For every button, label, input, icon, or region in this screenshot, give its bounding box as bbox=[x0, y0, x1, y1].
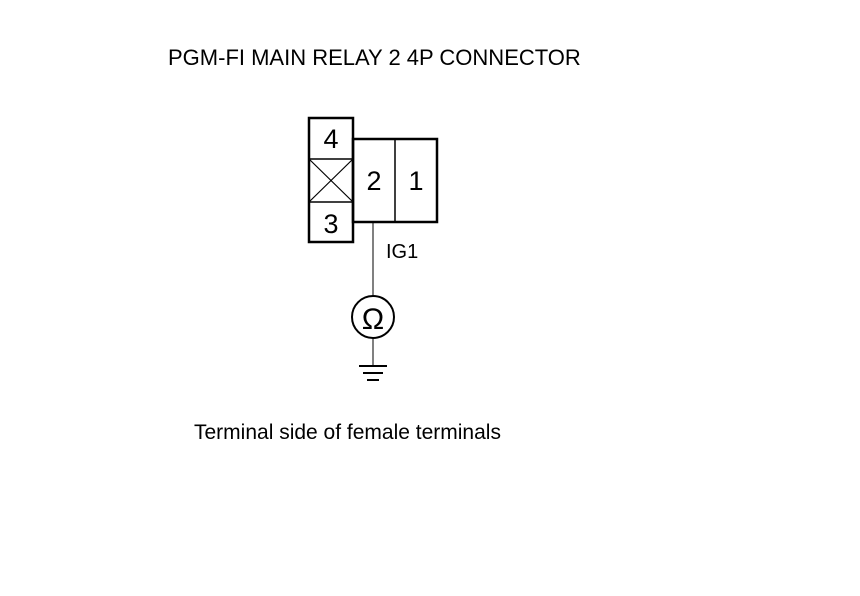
diagram-caption: Terminal side of female terminals bbox=[194, 421, 501, 444]
pin-3-label: 3 bbox=[323, 209, 338, 239]
pin-1-label: 1 bbox=[408, 166, 423, 196]
empty-cavity-cross-b bbox=[308, 158, 354, 203]
ohm-symbol: Ω bbox=[362, 303, 384, 336]
pin-4-label: 4 bbox=[323, 124, 338, 154]
pin-2-label: 2 bbox=[366, 166, 381, 196]
ground-icon bbox=[359, 365, 387, 381]
diagram-title: PGM-FI MAIN RELAY 2 4P CONNECTOR bbox=[168, 45, 581, 70]
wire-label: IG1 bbox=[386, 241, 418, 263]
